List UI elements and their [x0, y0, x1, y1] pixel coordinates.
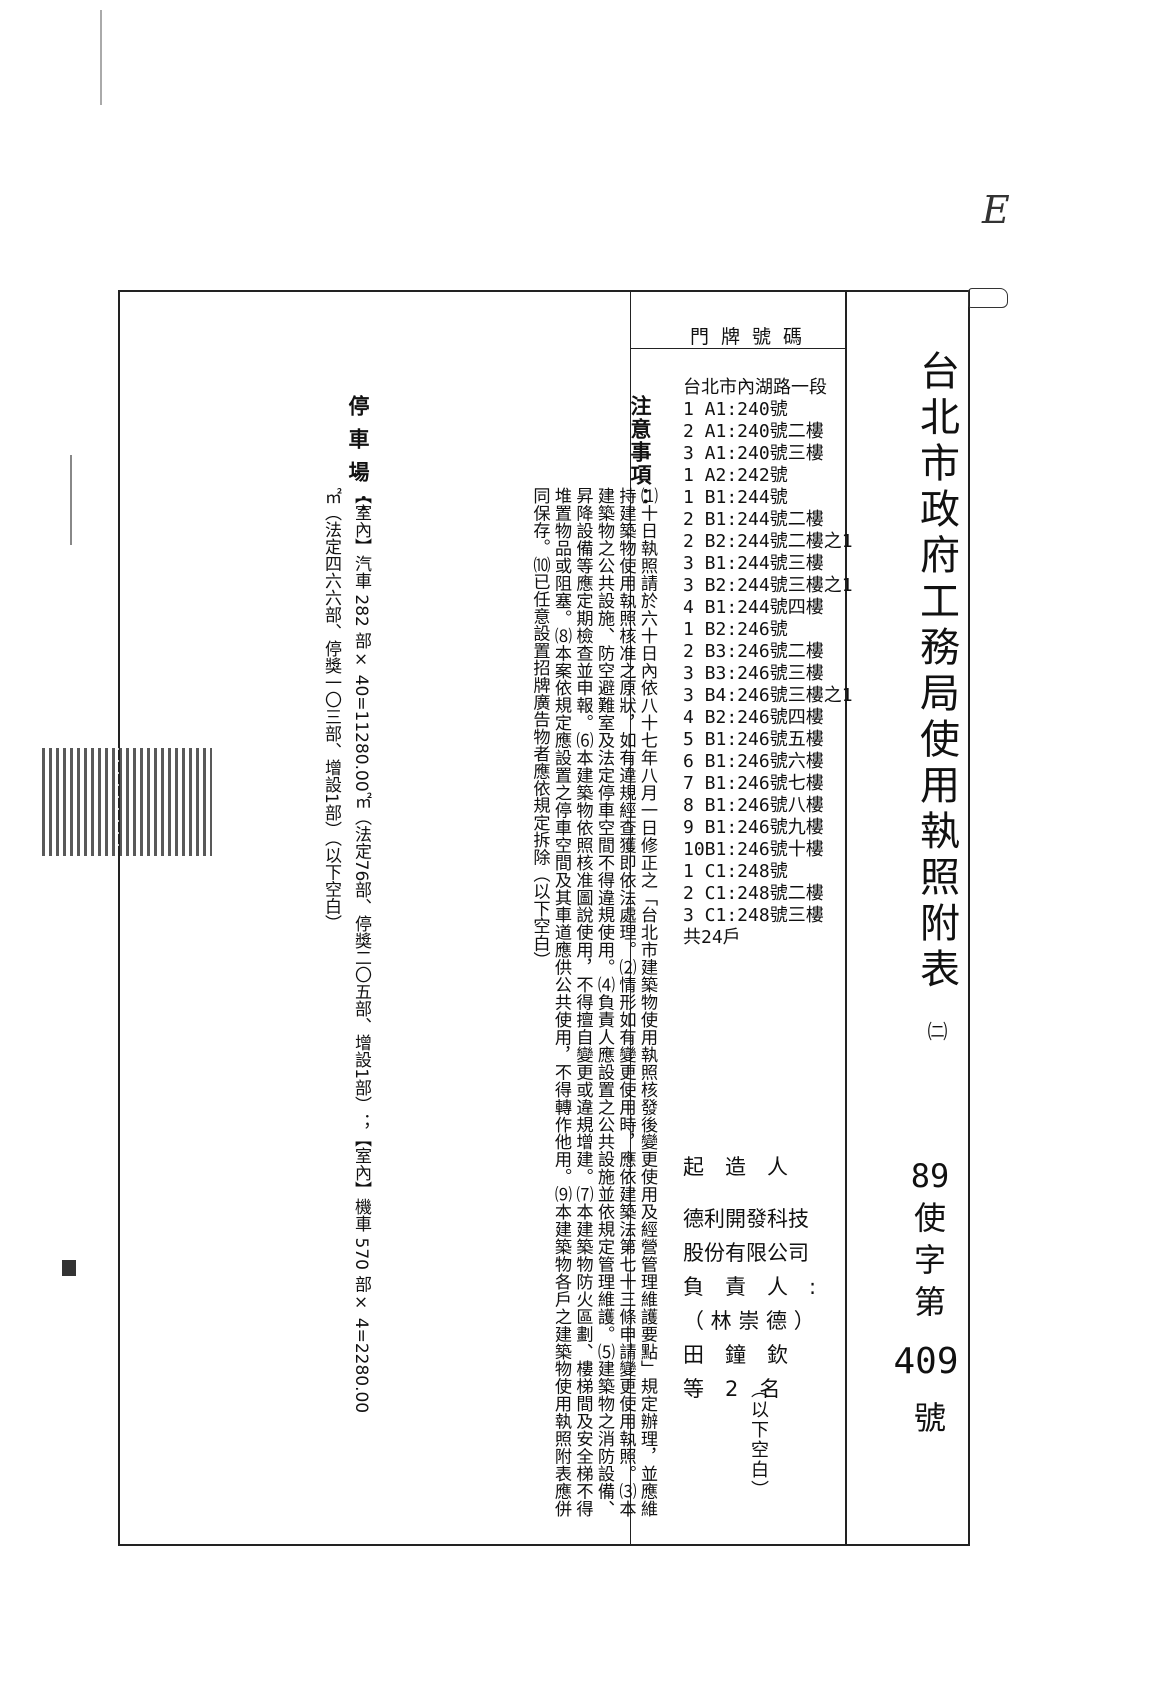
- door-number-line: 8 B1:246號八樓: [683, 795, 824, 816]
- document-title: 台北市政府工務局使用執照附表 ㈡: [912, 350, 960, 1047]
- door-number-line: 2 B3:246號二樓: [683, 641, 824, 662]
- door-number-line: 6 B1:246號六樓: [683, 751, 824, 772]
- document-title-sub: ㈡: [924, 1020, 948, 1047]
- door-number-line: 共24戶: [683, 927, 741, 948]
- document-title-text: 台北市政府工務局使用執照附表: [913, 350, 959, 994]
- door-number-line: 1 B1:244號: [683, 487, 788, 508]
- door-heading-rule: [630, 348, 845, 349]
- door-number-line: 3 B1:244號三樓: [683, 553, 824, 574]
- scan-edge-mark-top: [100, 10, 102, 105]
- door-number-line: 3 B4:246號三樓之1: [683, 685, 853, 706]
- door-number-line: 9 B1:246號九樓: [683, 817, 824, 838]
- parking-body: 【室內】汽車 282 部× 40=11280.00㎡（法定76部、停獎二〇五部、…: [316, 487, 376, 1517]
- door-number-line: 4 B2:246號四樓: [683, 707, 824, 728]
- notes-column-divider: [630, 290, 631, 1546]
- parking-line-2: ㎡（法定四六六部、停獎一〇三部、增設1部）（以下空白）: [321, 487, 341, 932]
- door-number-line: 7 B1:246號七樓: [683, 773, 824, 794]
- scan-edge-mark: [70, 455, 72, 545]
- permit-year: 89: [910, 1157, 950, 1195]
- builder-company-line-2: 股份有限公司: [683, 1241, 809, 1265]
- faded-seal-stamp: [42, 748, 212, 856]
- door-number-line: 2 A1:240號二樓: [683, 421, 824, 442]
- builder-company-line-1: 德利開發科技: [683, 1207, 809, 1231]
- door-number-line: 3 B3:246號三樓: [683, 663, 824, 684]
- door-number-line: 1 A1:240號: [683, 399, 788, 420]
- document-frame: [118, 290, 970, 1546]
- parking-label: 停車場：: [346, 395, 370, 527]
- corner-handwritten-mark: E: [982, 188, 1010, 232]
- parking-line-1: 【室內】汽車 282 部× 40=11280.00㎡（法定76部、停獎二〇五部、…: [351, 487, 371, 1414]
- permit-number-block: 89 使 字 第 409 號: [893, 1155, 965, 1439]
- permit-suffix: 號: [913, 1399, 946, 1437]
- door-number-heading: 門牌號碼: [690, 326, 815, 348]
- builder-representative-label: 負 責 人 :: [683, 1275, 817, 1299]
- door-number-line: 2 B1:244號二樓: [683, 509, 824, 530]
- door-number-line: 4 B1:244號四樓: [683, 597, 824, 618]
- builder-person: 田 鐘 欽: [683, 1343, 788, 1367]
- door-number-line: 1 C1:248號: [683, 861, 788, 882]
- door-number-line: 10B1:246號十樓: [683, 839, 824, 860]
- door-number-line: 2 C1:248號二樓: [683, 883, 824, 904]
- scan-speck: [62, 1260, 76, 1276]
- door-number-line: 2 B2:244號二樓之1: [683, 531, 853, 552]
- title-column-divider: [845, 290, 847, 1546]
- permit-number: 409: [893, 1341, 959, 1382]
- door-number-line: 5 B1:246號五樓: [683, 729, 824, 750]
- notes-label: 注意事項：: [628, 395, 652, 510]
- permit-char-1: 使: [913, 1199, 946, 1237]
- builder-block: 起 造 人 德利開發科技 股份有限公司 負 責 人 : （ 林 崇 德 ） 田 …: [683, 1150, 833, 1406]
- permit-char-3: 第: [913, 1283, 946, 1321]
- door-number-line: 3 B2:244號三樓之1: [683, 575, 853, 596]
- door-number-line: 1 A2:242號: [683, 465, 788, 486]
- door-number-line: 1 B2:246號: [683, 619, 788, 640]
- builder-count: 等 2 名: [683, 1377, 781, 1401]
- door-number-line: 3 C1:248號三樓: [683, 905, 824, 926]
- builder-blank-note: （以下空白）: [748, 1380, 769, 1500]
- corner-tab-mark: [968, 288, 1008, 308]
- notes-body: ⑴十日執照請於六十日內依八十七年八月一日修正之「台北市建築物使用執照核發後變更使…: [529, 487, 658, 1517]
- door-number-line: 3 A1:240號三樓: [683, 443, 824, 464]
- door-number-line: 台北市內湖路一段: [683, 377, 827, 398]
- builder-representative-name: （ 林 崇 德 ）: [683, 1309, 815, 1333]
- builder-heading: 起 造 人: [683, 1155, 788, 1179]
- permit-char-2: 字: [913, 1241, 946, 1279]
